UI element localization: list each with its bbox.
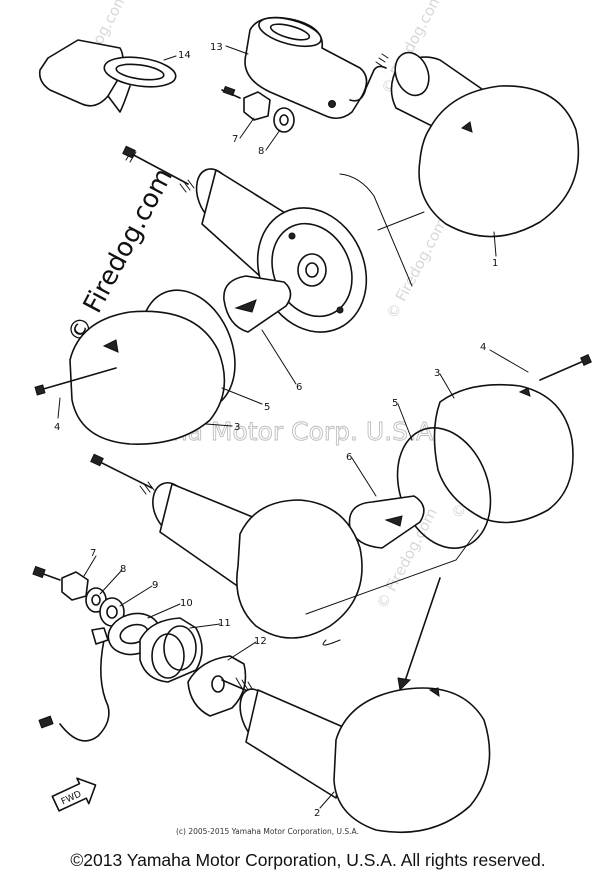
label-7-top: 7 — [232, 134, 238, 145]
part-8-washer-top — [273, 107, 295, 133]
part-14-cover — [38, 39, 177, 113]
housing-assembly-upper — [122, 145, 368, 333]
label-9: 9 — [152, 580, 158, 591]
housing-assembly-lower — [90, 453, 363, 639]
label-13: 13 — [210, 42, 223, 53]
label-14: 14 — [178, 50, 191, 61]
label-5-left: 5 — [264, 402, 270, 413]
part-7-nut-lower — [32, 565, 89, 601]
leader-lines — [57, 45, 529, 809]
fwd-arrow-icon: FWD — [51, 777, 97, 812]
watermark-diagonal: © Firedog.com — [383, 215, 451, 322]
small-copyright: (c) 2005-2015 Yamaha Motor Corporation, … — [176, 827, 359, 836]
label-12: 12 — [254, 636, 267, 647]
part-1-lens-upper — [390, 51, 580, 238]
label-11: 11 — [218, 618, 231, 629]
part-7-nut-top — [221, 85, 271, 121]
label-3-right: 3 — [434, 368, 440, 379]
label-6-lower: 6 — [346, 452, 352, 463]
label-10: 10 — [180, 598, 193, 609]
label-5-right: 5 — [392, 398, 398, 409]
label-3-left: 3 — [234, 422, 240, 433]
label-8-lower: 8 — [120, 564, 126, 575]
part-6-bulb-lower — [348, 495, 425, 549]
wire-harness — [38, 627, 110, 742]
label-4-right: 4 — [480, 342, 486, 353]
label-7-lower: 7 — [90, 548, 96, 559]
copyright-footer: ©2013 Yamaha Motor Corporation, U.S.A. A… — [70, 850, 546, 870]
part-labels: 14 13 7 8 1 6 5 3 4 4 3 5 6 7 8 9 10 11 … — [54, 42, 498, 819]
part-4-screw-left — [34, 367, 117, 396]
part-13-mount-bracket — [244, 16, 389, 120]
label-8-top: 8 — [258, 146, 264, 157]
part-3-lens-left — [69, 310, 226, 445]
label-2: 2 — [314, 808, 320, 819]
label-1: 1 — [492, 258, 498, 269]
part-11-damper — [139, 617, 203, 683]
guide-lines — [305, 173, 479, 692]
label-6-upper: 6 — [296, 382, 302, 393]
part-6-bulb-upper — [223, 275, 292, 333]
part-4-screw-right — [539, 354, 592, 381]
part-2-lens-lower — [221, 677, 491, 833]
label-4-left: 4 — [54, 422, 60, 433]
part-3-lens-right — [433, 383, 574, 524]
part-12-plate — [187, 655, 247, 717]
